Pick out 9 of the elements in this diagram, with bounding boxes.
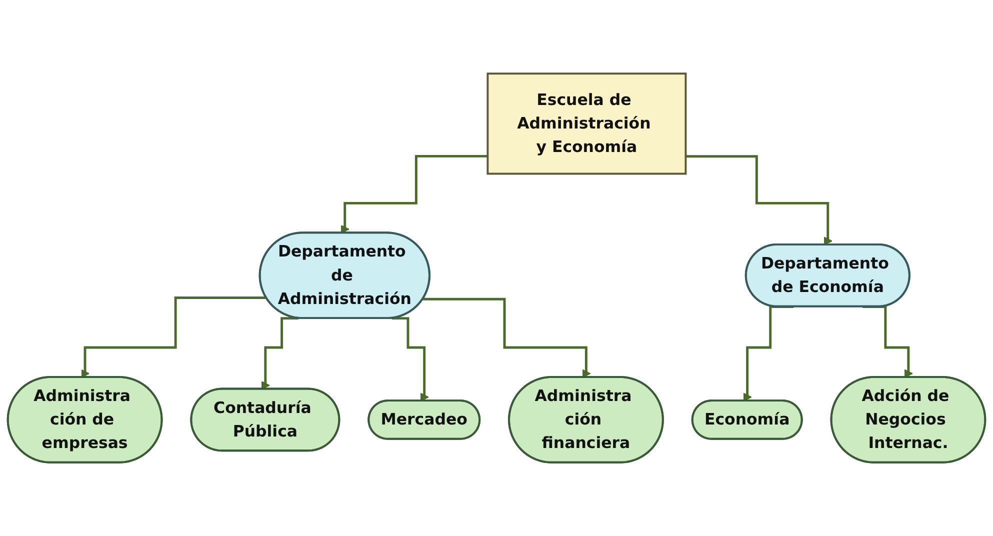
arrow: [862, 306, 913, 378]
arrow: [392, 317, 429, 402]
node-box: Escuela de Administración y Economía: [486, 72, 687, 175]
arrow: [743, 306, 794, 402]
arrow: [686, 155, 832, 246]
arrow: [261, 317, 298, 390]
arrow: [423, 298, 591, 378]
arrow: [80, 296, 266, 378]
arrow: [340, 154, 488, 234]
